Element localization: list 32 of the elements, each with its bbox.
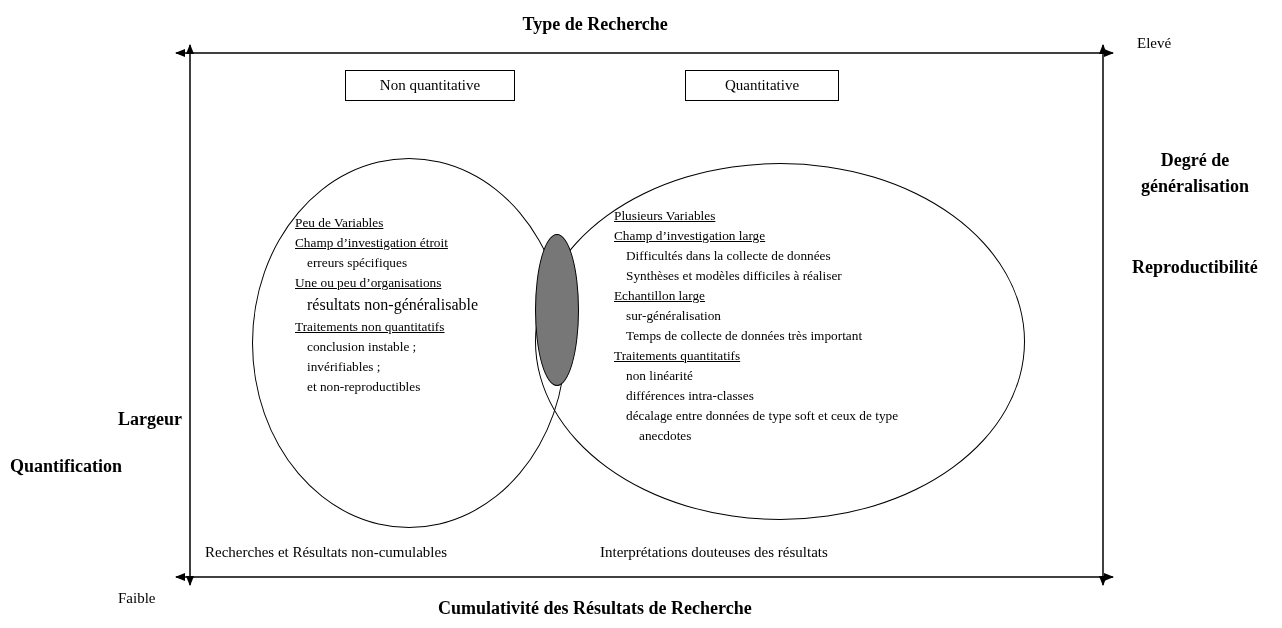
axis-label: Reproductibilité xyxy=(1132,257,1258,278)
item-text: Synthèses et modèles difficiles à réaliser xyxy=(625,267,843,285)
item-text: erreurs spécifiques xyxy=(306,254,409,272)
category-heading: Peu de Variables xyxy=(295,214,385,232)
category-label-box: Quantitative xyxy=(685,70,839,101)
item-text: Temps de collecte de données très important xyxy=(625,327,864,345)
category-heading: Traitements non quantitatifs xyxy=(295,318,446,336)
item-text: conclusion instable ; xyxy=(306,338,418,356)
item-text: Difficultés dans la collecte de données xyxy=(625,247,832,265)
category-heading: Plusieurs Variables xyxy=(614,207,717,225)
item-text: sur-généralisation xyxy=(625,307,722,325)
scale-label: Faible xyxy=(118,590,156,607)
category-heading: Champ d’investigation large xyxy=(614,227,767,245)
category-heading: Echantillon large xyxy=(614,287,706,305)
axis-label: Largeur xyxy=(118,409,182,430)
item-text: différences intra-classes xyxy=(625,387,755,405)
axis-label: Quantification xyxy=(10,456,122,477)
item-text: résultats non-généralisable xyxy=(306,295,480,316)
category-heading: Une ou peu d’organisations xyxy=(295,274,443,292)
item-text: non linéarité xyxy=(625,367,694,385)
note-text: Interprétations douteuses des résultats xyxy=(600,544,828,561)
axis-title: Type de Recherche xyxy=(522,14,668,35)
category-label-box: Non quantitative xyxy=(345,70,515,101)
note-text: Recherches et Résultats non-cumulables xyxy=(205,544,447,561)
axis-title: Cumulativité des Résultats de Recherche xyxy=(438,598,752,619)
category-heading: Traitements quantitatifs xyxy=(614,347,742,365)
item-text: décalage entre données de type soft et ceux de type anecdotes xyxy=(625,407,900,445)
scale-label: Elevé xyxy=(1137,35,1172,52)
item-text: et non-reproductibles xyxy=(306,378,422,396)
item-text: invérifiables ; xyxy=(306,358,382,376)
category-heading: Champ d’investigation étroit xyxy=(295,234,449,252)
axis-label: Degré de généralisation xyxy=(1140,149,1250,198)
